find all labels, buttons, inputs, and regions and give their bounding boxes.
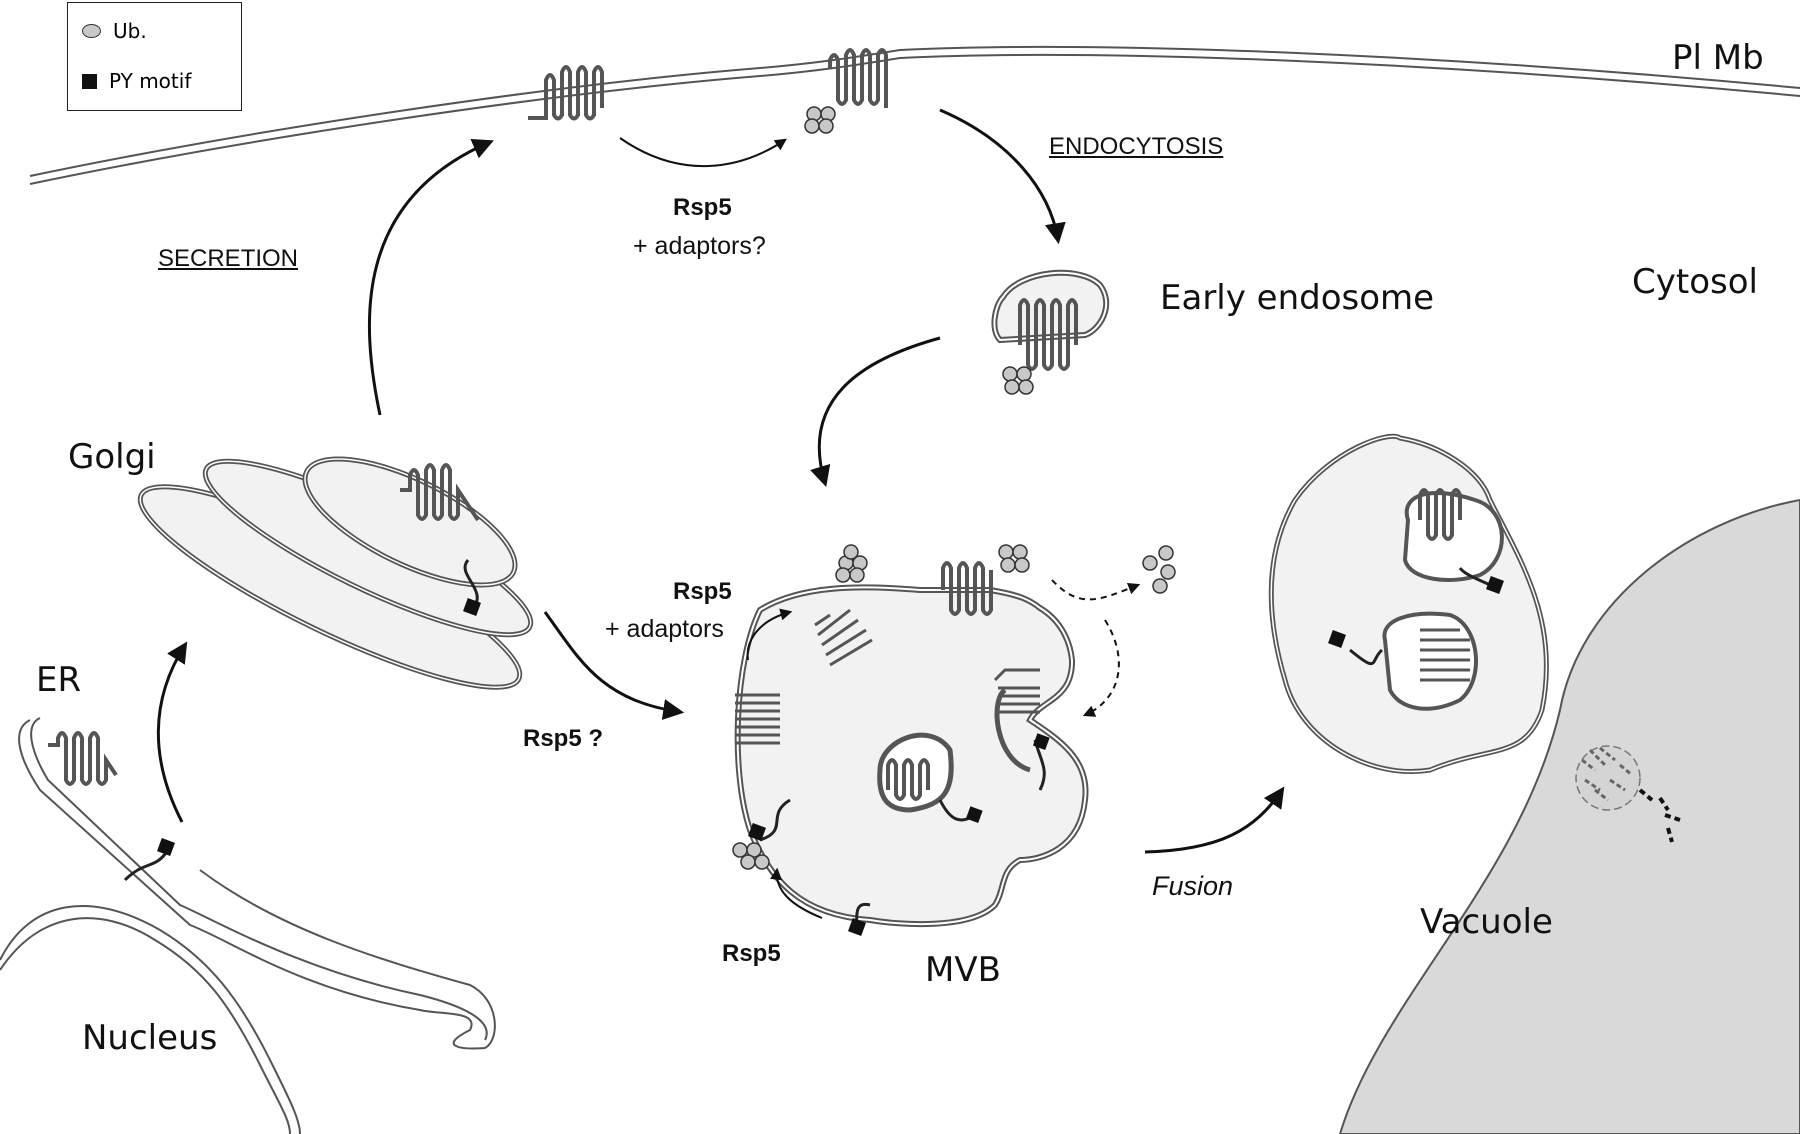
rsp5-bottom-label: Rsp5 (722, 940, 781, 967)
arrow-golgi-to-mvb (543, 611, 685, 720)
pm-protein-1 (528, 65, 604, 121)
plasma-membrane-label: Pl Mb (1672, 38, 1764, 78)
er-py-motif (157, 838, 175, 856)
secretion-label: SECRETION (158, 245, 299, 272)
adaptors-label: + adaptors (605, 615, 724, 643)
legend-row-ub: Ub. (82, 19, 147, 43)
er-nuclear-envelope (0, 717, 496, 1134)
arrow-rsp5-bottom (770, 867, 823, 919)
adaptors-question-label: + adaptors? (633, 232, 766, 260)
arrow-er-to-golgi (156, 641, 188, 823)
ubiquitin-icon (82, 24, 101, 38)
er-protein (48, 731, 118, 786)
early-endosome (991, 269, 1110, 371)
rsp5-mid-label: Rsp5 (673, 578, 732, 605)
ubiquitin-cluster-mvb-2 (998, 544, 1030, 573)
arrow-rsp5-ubiquitination (619, 137, 787, 167)
arrow-deubiquitination (1051, 579, 1141, 601)
arrow-fusion (1144, 786, 1285, 854)
plasma-membrane (29, 45, 1800, 185)
vacuole-label: Vacuole (1420, 902, 1553, 942)
vacuole (1268, 433, 1800, 1134)
rsp5-question-label: Rsp5 ? (523, 725, 604, 752)
legend-ub-label: Ub. (113, 19, 147, 43)
legend: Ub. PY motif (67, 2, 242, 111)
mvb (734, 561, 1089, 936)
cytosol-label: Cytosol (1632, 262, 1758, 302)
py-motif-icon (82, 73, 97, 89)
ubiquitin-cluster-pm (804, 106, 836, 134)
ubiquitin-cluster-endosome (1002, 366, 1034, 395)
nucleus-label: Nucleus (82, 1018, 218, 1058)
er-protein-tail (123, 849, 170, 882)
ubiquitin-cluster-mvb-1 (835, 544, 868, 583)
golgi-label: Golgi (68, 437, 156, 477)
endocytosis-label: ENDOCYTOSIS (1049, 133, 1224, 160)
legend-row-py: PY motif (82, 69, 191, 93)
arrow-recycling (1082, 619, 1120, 717)
pm-protein-2 (828, 48, 888, 108)
fusion-label: Fusion (1152, 871, 1234, 901)
legend-py-label: PY motif (109, 69, 192, 93)
er-label: ER (36, 660, 82, 700)
early-endosome-label: Early endosome (1160, 278, 1435, 318)
arrow-secretion (367, 138, 494, 416)
rsp5-top-label: Rsp5 (673, 194, 732, 221)
arrow-rsp5-adaptors (746, 608, 793, 661)
ubiquitin-cluster-mvb-3 (732, 842, 770, 870)
free-ubiquitin (1142, 545, 1176, 594)
arrow-endosome-to-mvb (810, 336, 941, 488)
mvb-label: MVB (925, 950, 1001, 990)
arrow-endocytosis (939, 108, 1066, 245)
golgi (137, 456, 534, 690)
